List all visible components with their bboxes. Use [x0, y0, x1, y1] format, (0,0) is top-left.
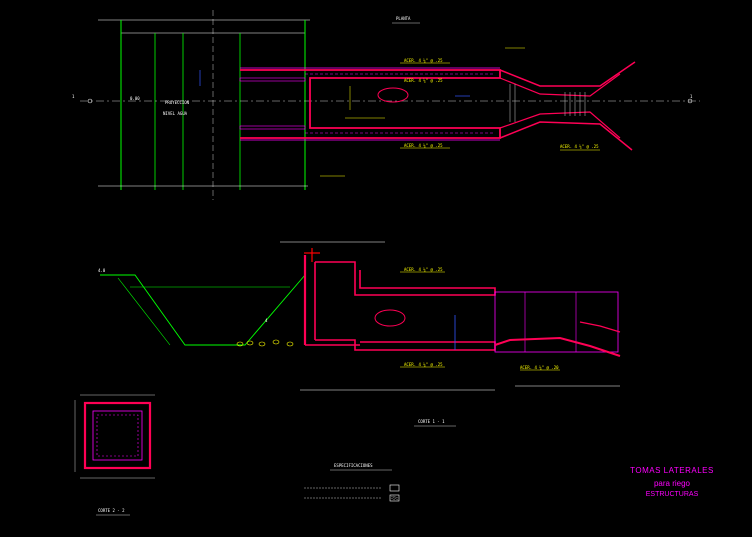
- svg-text:ACER. 4 ¼" @ .25: ACER. 4 ¼" @ .25: [404, 362, 443, 368]
- svg-text:PROYECCION: PROYECCION: [165, 100, 190, 105]
- specs-title: ESPECIFICACIONES: [334, 463, 373, 468]
- svg-text:ACER. 4 ¼" @ .25: ACER. 4 ¼" @ .25: [404, 78, 443, 84]
- svg-text:ACER. 4 ¼" @ .25: ACER. 4 ¼" @ .25: [404, 143, 443, 149]
- svg-text:ACER. 4 ¼" @ .20: ACER. 4 ¼" @ .20: [520, 365, 559, 371]
- specifications: ESPECIFICACIONES: [304, 463, 400, 502]
- svg-text:NIVEL AGUA: NIVEL AGUA: [163, 111, 188, 116]
- section-2-2: CORTE 2 - 2: [74, 394, 155, 516]
- section-1-title: CORTE 1 - 1: [418, 419, 445, 424]
- svg-text:0.00: 0.00: [130, 96, 140, 101]
- svg-text:ACER. 4 ¼" @ .25: ACER. 4 ¼" @ .25: [560, 144, 599, 150]
- plan-title: PLANTA: [396, 16, 411, 21]
- title-line-2: para riego: [653, 479, 691, 488]
- svg-text:ACER. 4 ¼" @ .25: ACER. 4 ¼" @ .25: [404, 267, 443, 273]
- svg-text:4: 4: [265, 318, 268, 323]
- svg-text:ACER. 4 ¼" @ .25: ACER. 4 ¼" @ .25: [404, 58, 443, 64]
- section-1-1: ACER. 4 ¼" @ .25 ACER. 4 ¼" @ .25 ACER. …: [98, 241, 621, 427]
- title-line-1: TOMAS LATERALES: [630, 466, 714, 475]
- svg-text:4.0: 4.0: [98, 268, 106, 273]
- title-line-3: ESTRUCTURAS: [645, 491, 699, 498]
- title-block: TOMAS LATERALES para riego ESTRUCTURAS: [612, 466, 732, 498]
- plan-view: ACER. 4 ¼" @ .25 ACER. 4 ¼" @ .25 ACER. …: [72, 10, 700, 200]
- svg-text:1: 1: [690, 94, 693, 99]
- section-2-title: CORTE 2 - 2: [98, 508, 125, 513]
- svg-text:1: 1: [72, 94, 75, 99]
